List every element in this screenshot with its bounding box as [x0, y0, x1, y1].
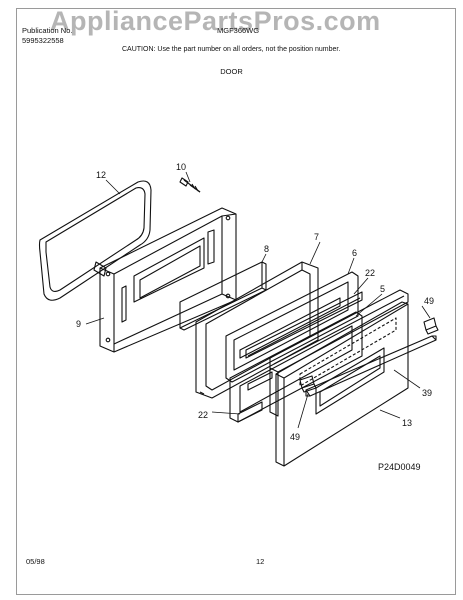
label-8: 8: [264, 244, 269, 254]
door-frame: [269, 289, 409, 417]
leader-lines: [85, 171, 431, 429]
label-6: 6: [352, 248, 357, 258]
publication-label: Publication No.: [22, 26, 73, 35]
label-10: 10: [176, 162, 186, 172]
inner-door-panel: [99, 207, 237, 353]
model-number: MGF366WG: [217, 26, 260, 35]
publication-info: Publication No. 5995322558: [22, 26, 72, 46]
door-handle: [305, 335, 437, 397]
diagram-code: P24D0049: [378, 462, 421, 472]
label-13: 13: [402, 418, 412, 428]
label-49-right: 49: [424, 296, 434, 306]
screw: [179, 177, 201, 193]
label-22-upper: 22: [365, 268, 375, 278]
label-22-lower: 22: [198, 410, 208, 420]
callout-labels: 12 10 9 8 7 6 22 5 49 22 49 39 13: [76, 162, 434, 442]
watermark: AppliancePartsPros.com: [50, 6, 381, 36]
publication-number: 5995322558: [22, 36, 64, 45]
diagram-page: [16, 8, 456, 595]
glass-retainer-lower: [237, 401, 263, 423]
caution-note: CAUTION: Use the part number on all orde…: [122, 46, 341, 53]
footer-page-number: 12: [256, 557, 265, 566]
door-gasket: [38, 180, 152, 301]
label-5: 5: [380, 284, 385, 294]
outer-glass-panel: [229, 311, 363, 423]
handle-end-cap-right: [423, 317, 439, 335]
label-7: 7: [314, 232, 319, 242]
glass-retainer-upper: [245, 291, 363, 359]
glass-frame: [225, 271, 359, 383]
outer-door-panel: [275, 301, 409, 467]
handle-end-cap-left: [299, 375, 317, 393]
label-49-left: 49: [290, 432, 300, 442]
section-title: DOOR: [220, 67, 243, 76]
label-39: 39: [422, 388, 432, 398]
footer-date: 05/98: [26, 557, 45, 566]
label-12: 12: [96, 170, 106, 180]
inner-glass: [179, 261, 267, 331]
label-9: 9: [76, 319, 81, 329]
